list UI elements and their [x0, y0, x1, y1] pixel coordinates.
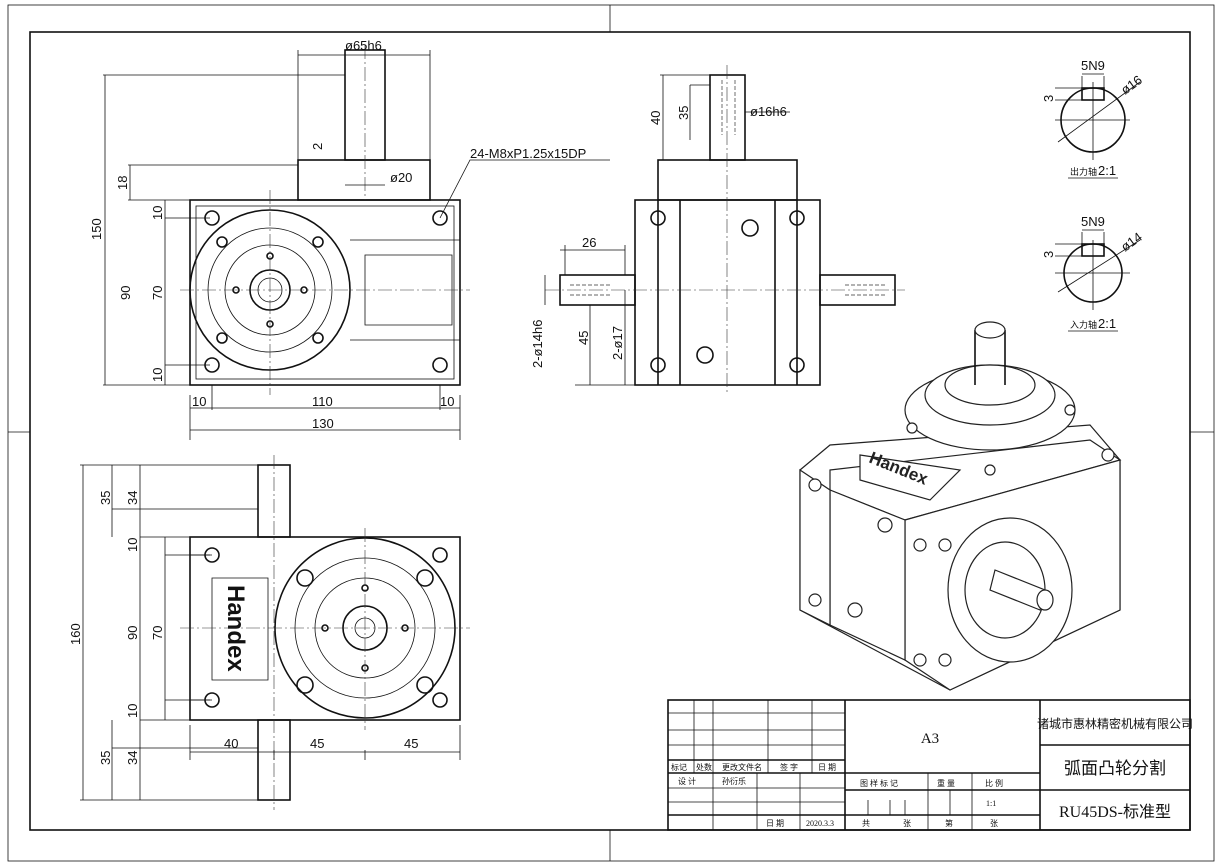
- dim-34: 34: [125, 491, 140, 505]
- dim-35: 35: [98, 491, 113, 505]
- dim-shaft-dia: ø16h6: [750, 104, 787, 119]
- drawing-title: 弧面凸轮分割: [1064, 759, 1166, 778]
- sheets-label: 张: [903, 819, 911, 828]
- section-key: 5N9: [1081, 58, 1105, 73]
- weight-label: 重 量: [937, 778, 955, 788]
- section-dia: ø14: [1118, 229, 1145, 254]
- dim-70: 70: [150, 286, 165, 300]
- dim-70: 70: [150, 626, 165, 640]
- date-label: 日 期: [766, 819, 784, 828]
- section-caption: 出力轴: [1070, 166, 1097, 177]
- dim-10: 10: [150, 206, 165, 220]
- dim-45: 45: [310, 736, 324, 751]
- sheet-label: 张: [990, 819, 998, 828]
- brand-logo: Handex: [222, 585, 249, 672]
- date-value: 2020.3.3: [806, 819, 834, 828]
- section-output-shaft: 5N9 3 ø16 出力轴 2:1: [1041, 58, 1145, 179]
- dim-40: 40: [648, 111, 663, 125]
- model-number: RU45DS-标准型: [1059, 803, 1171, 821]
- dim-10: 10: [125, 538, 140, 552]
- section-caption: 入力轴: [1070, 319, 1097, 330]
- dim-90: 90: [125, 626, 140, 640]
- dim-10: 10: [440, 394, 454, 409]
- dim-26: 26: [582, 235, 596, 250]
- dim-small-dia: ø20: [390, 170, 412, 185]
- dim-45: 45: [576, 331, 591, 345]
- design-label: 设 计: [678, 776, 696, 786]
- dim-150: 150: [89, 218, 104, 240]
- dim-hole-note: 24-M8xP1.25x15DP: [470, 146, 586, 161]
- header-sign: 签 字: [780, 762, 798, 772]
- section-input-shaft: 5N9 3 ø14 入力轴 2:1: [1041, 214, 1145, 332]
- section-scale: 2:1: [1098, 316, 1116, 331]
- dim-35: 35: [676, 106, 691, 120]
- scale-value: 1:1: [986, 799, 996, 808]
- section-depth: 3: [1041, 95, 1056, 102]
- nth-label: 第: [945, 818, 953, 828]
- dim-10: 10: [150, 368, 165, 382]
- dim-18: 18: [115, 176, 130, 190]
- outer-frame: [7, 4, 1215, 862]
- section-dia: ø16: [1118, 72, 1145, 97]
- scale-label: 比 例: [985, 778, 1003, 788]
- dim-45: 45: [404, 736, 418, 751]
- dim-35: 35: [98, 751, 113, 765]
- dim-bearing-dia: 2-ø17: [610, 326, 625, 360]
- header-doc: 更改文件名: [722, 762, 762, 772]
- section-key: 5N9: [1081, 214, 1105, 229]
- center-marks: [8, 5, 1214, 861]
- header-date: 日 期: [818, 763, 836, 772]
- dim-160: 160: [68, 623, 83, 645]
- designer-name: 孙衍乐: [722, 776, 746, 786]
- dim-110: 110: [312, 394, 333, 409]
- section-depth: 3: [1041, 251, 1056, 258]
- header-mark: 标记: [671, 762, 687, 772]
- dim-10: 10: [125, 704, 140, 718]
- dim-90: 90: [118, 286, 133, 300]
- title-block: A3 诸城市惠林精密机械有限公司 弧面凸轮分割 RU45DS-标准型 标记 处数…: [667, 699, 1193, 831]
- company-name: 诸城市惠林精密机械有限公司: [1037, 716, 1193, 731]
- total-label: 共: [862, 819, 870, 828]
- isometric-view: Handex: [799, 321, 1122, 691]
- bottom-view: Handex 35 34 10 160 90 70 10 35 34 40 45…: [68, 455, 470, 810]
- side-view: 40 35 ø16h6 26 2-ø14h6 45 2-ø17: [530, 65, 905, 395]
- section-scale: 2:1: [1098, 163, 1116, 178]
- dim-2: 2: [310, 143, 325, 150]
- dim-40: 40: [224, 736, 238, 751]
- dim-34: 34: [125, 751, 140, 765]
- header-count: 处数: [696, 762, 712, 772]
- dim-shaft-dia: ø65h6: [345, 38, 382, 53]
- dim-10: 10: [192, 394, 206, 409]
- sample-mark-label: 图 样 标 记: [860, 778, 898, 788]
- sheet-size: A3: [921, 731, 939, 747]
- dim-input-dia: 2-ø14h6: [530, 320, 545, 368]
- front-view: ø65h6 24-M8xP1.25x15DP ø20 2 150 18 10 9…: [89, 38, 610, 440]
- dim-130: 130: [312, 416, 334, 431]
